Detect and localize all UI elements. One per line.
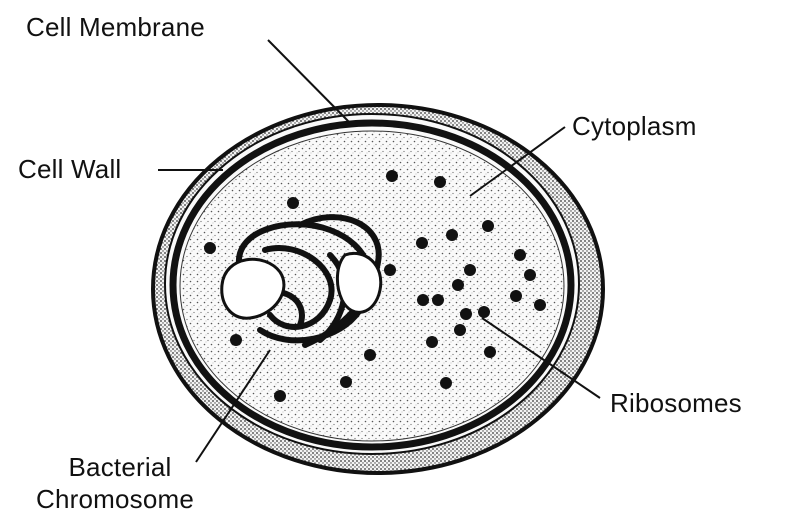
ribosome xyxy=(454,324,466,336)
ribosome xyxy=(386,170,398,182)
label-ribosomes: Ribosomes xyxy=(610,390,742,416)
label-cell-membrane: Cell Membrane xyxy=(26,14,205,40)
ribosome xyxy=(417,294,429,306)
ribosome xyxy=(340,376,352,388)
ribosome xyxy=(434,176,446,188)
ribosome xyxy=(524,269,536,281)
ribosome xyxy=(534,299,546,311)
ribosome xyxy=(464,264,476,276)
chromosome-loop-light-2 xyxy=(337,253,380,312)
ribosome xyxy=(364,349,376,361)
ribosome xyxy=(426,336,438,348)
label-cytoplasm: Cytoplasm xyxy=(572,113,697,139)
ribosome xyxy=(514,249,526,261)
label-cell-wall: Cell Wall xyxy=(18,156,121,182)
ribosome xyxy=(446,229,458,241)
label-bacterial-chromosome-line2: Chromosome xyxy=(0,486,230,512)
ribosome xyxy=(274,390,286,402)
ribosome xyxy=(484,346,496,358)
ribosome xyxy=(452,279,464,291)
ribosome xyxy=(416,237,428,249)
ribosome xyxy=(440,377,452,389)
ribosome xyxy=(287,197,299,209)
label-bacterial-chromosome-line1: Bacterial xyxy=(50,454,190,480)
ribosome xyxy=(204,242,216,254)
ribosome xyxy=(384,264,396,276)
ribosome xyxy=(510,290,522,302)
ribosome xyxy=(478,306,490,318)
ribosome xyxy=(460,308,472,320)
ribosome xyxy=(432,294,444,306)
ribosome xyxy=(230,334,242,346)
ribosome xyxy=(482,220,494,232)
